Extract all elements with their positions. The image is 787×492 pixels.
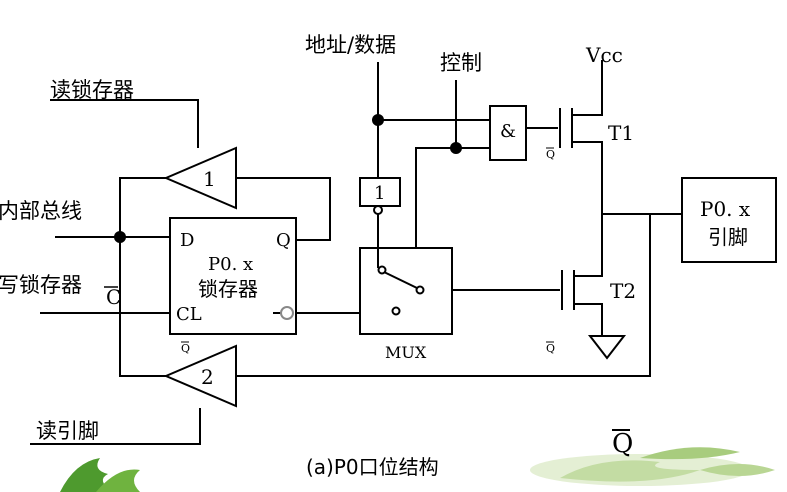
junction-control <box>450 142 462 154</box>
latch-q-label: Q <box>276 230 291 251</box>
label-vcc: Vcc <box>585 43 623 67</box>
buffer-1-label: 1 <box>203 167 216 191</box>
latch-cl-label: CL <box>176 304 202 325</box>
pin-line1: P0. x <box>700 197 751 221</box>
inverter-1-label: 1 <box>374 183 385 204</box>
label-read-latch: 读锁存器 <box>50 78 134 102</box>
caption: (a)P0口位结构 <box>306 455 439 479</box>
latch-qbar-bubble <box>280 306 294 320</box>
transistor-t1 <box>559 60 603 268</box>
label-t1: T1 <box>608 121 634 145</box>
junction-bus <box>114 231 126 243</box>
wire-read-pin <box>30 408 201 445</box>
label-t2: T2 <box>610 279 636 303</box>
mux-box <box>359 247 453 335</box>
latch-name-line1: P0. x <box>208 254 253 275</box>
latch-d-label: D <box>180 230 194 251</box>
wire-control-to-mux <box>415 147 490 284</box>
inverter-1-bubble <box>373 205 383 215</box>
label-clock-c: C <box>106 285 121 309</box>
label-read-pin: 读引脚 <box>36 419 99 443</box>
label-address-data: 地址/数据 <box>305 33 396 57</box>
and-qbar-small: Q <box>546 148 555 161</box>
latch-name-line2: 锁存器 <box>198 277 258 301</box>
wire-pin-feedback <box>236 214 651 377</box>
mux-label: MUX <box>385 343 427 362</box>
latch-qbar-small: Q <box>181 342 190 355</box>
transistor-t2 <box>561 262 603 336</box>
label-control: 控制 <box>440 51 482 75</box>
and-gate-label: & <box>500 121 516 142</box>
wire-read-latch <box>50 99 199 148</box>
mux-switch <box>377 248 425 316</box>
t2-qbar-small: Q <box>546 342 555 355</box>
big-qbar: Q <box>612 429 633 459</box>
wire-q-feedback <box>236 177 331 241</box>
tristate-buffer-2 <box>163 344 237 408</box>
junction-address <box>372 114 384 126</box>
and-gate <box>489 105 527 161</box>
tristate-buffer-1 <box>163 146 237 210</box>
p0-latch <box>169 217 297 335</box>
ground-symbol <box>587 335 627 360</box>
leaf-decoration-left <box>60 458 140 492</box>
p0-pin-box <box>681 177 777 263</box>
buffer-2-label: 2 <box>201 365 214 389</box>
label-internal-bus: 内部总线 <box>0 199 82 223</box>
label-write-latch: 写锁存器 <box>0 273 82 297</box>
pin-line2: 引脚 <box>708 225 748 249</box>
leaf-decoration-right <box>530 447 775 486</box>
wire-buffer1-out <box>119 177 166 377</box>
inverter-1 <box>359 177 401 207</box>
